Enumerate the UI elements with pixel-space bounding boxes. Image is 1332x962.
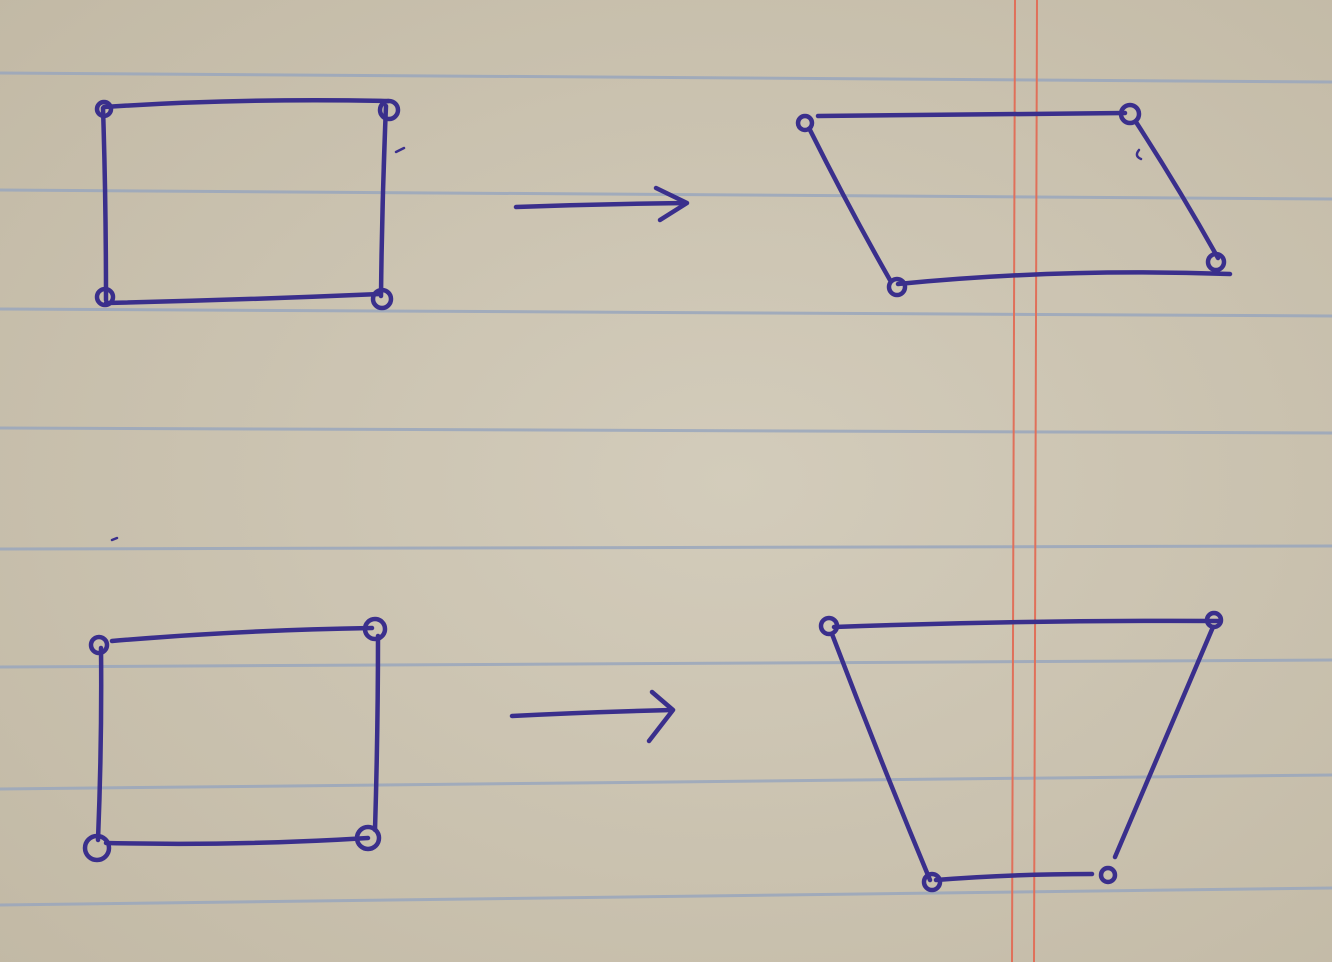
corner-point xyxy=(82,833,112,863)
corner-point xyxy=(88,634,110,656)
arrow-top xyxy=(513,185,690,223)
ruled-line xyxy=(0,307,1332,318)
trapezoid-edge-right xyxy=(1112,624,1216,860)
ruled-line xyxy=(0,886,1332,907)
rectangle-edge-left xyxy=(100,105,109,303)
corner-point xyxy=(921,871,943,893)
ruled-line xyxy=(0,426,1332,435)
margin-line-right xyxy=(1033,0,1038,962)
corner-point xyxy=(1204,610,1224,630)
rectangle-edge-top xyxy=(109,625,375,644)
parallelogram-edge-left xyxy=(807,127,893,283)
arrow-head xyxy=(646,689,676,744)
arrow-head xyxy=(653,185,690,223)
source-rectangle-bottom xyxy=(82,616,388,863)
rectangle-edge-left xyxy=(95,645,104,843)
trapezoid-edge-top xyxy=(831,618,1221,630)
ink-mark xyxy=(394,146,406,154)
margin-lines xyxy=(1011,0,1038,962)
target-parallelogram xyxy=(795,102,1233,298)
corner-point xyxy=(818,615,840,637)
rectangle-edge-bottom xyxy=(103,835,371,847)
parallelogram-edge-right xyxy=(1133,119,1221,261)
ink-drawing xyxy=(82,98,1233,893)
ruled-line xyxy=(0,658,1332,669)
trapezoid-edge-left xyxy=(829,631,933,883)
ruled-line xyxy=(0,544,1332,551)
corner-point xyxy=(94,99,114,119)
row-perspective xyxy=(82,610,1224,893)
margin-line-left xyxy=(1011,0,1016,962)
corner-point xyxy=(1205,251,1227,273)
row-shear xyxy=(94,98,1233,311)
parallelogram-edge-bottom xyxy=(895,270,1233,287)
target-trapezoid xyxy=(818,610,1224,893)
arrow-bottom xyxy=(509,689,676,744)
corner-point xyxy=(377,98,401,122)
corner-point xyxy=(94,286,116,308)
trapezoid-edge-bottom xyxy=(933,871,1095,883)
rectangle-edge-right xyxy=(372,633,381,833)
corner-point xyxy=(886,276,908,298)
corner-point xyxy=(795,113,815,133)
ink-mark xyxy=(1135,148,1143,161)
rectangle-edge-bottom xyxy=(103,291,383,306)
corner-point xyxy=(1098,865,1118,885)
arrow-shaft xyxy=(513,200,689,210)
corner-point xyxy=(370,287,394,311)
corner-point xyxy=(354,824,382,852)
corner-point xyxy=(362,616,388,642)
rectangle-edge-right xyxy=(378,103,389,299)
arrow-shaft xyxy=(509,707,675,719)
ruled-line xyxy=(0,71,1332,84)
ruled-line xyxy=(0,773,1332,791)
ink-mark xyxy=(110,536,119,542)
corner-point xyxy=(1118,102,1142,126)
stray-marks xyxy=(110,146,406,542)
rectangle-edge-top xyxy=(101,98,391,110)
parallelogram-edge-top xyxy=(815,110,1128,119)
source-rectangle-top xyxy=(94,98,401,311)
